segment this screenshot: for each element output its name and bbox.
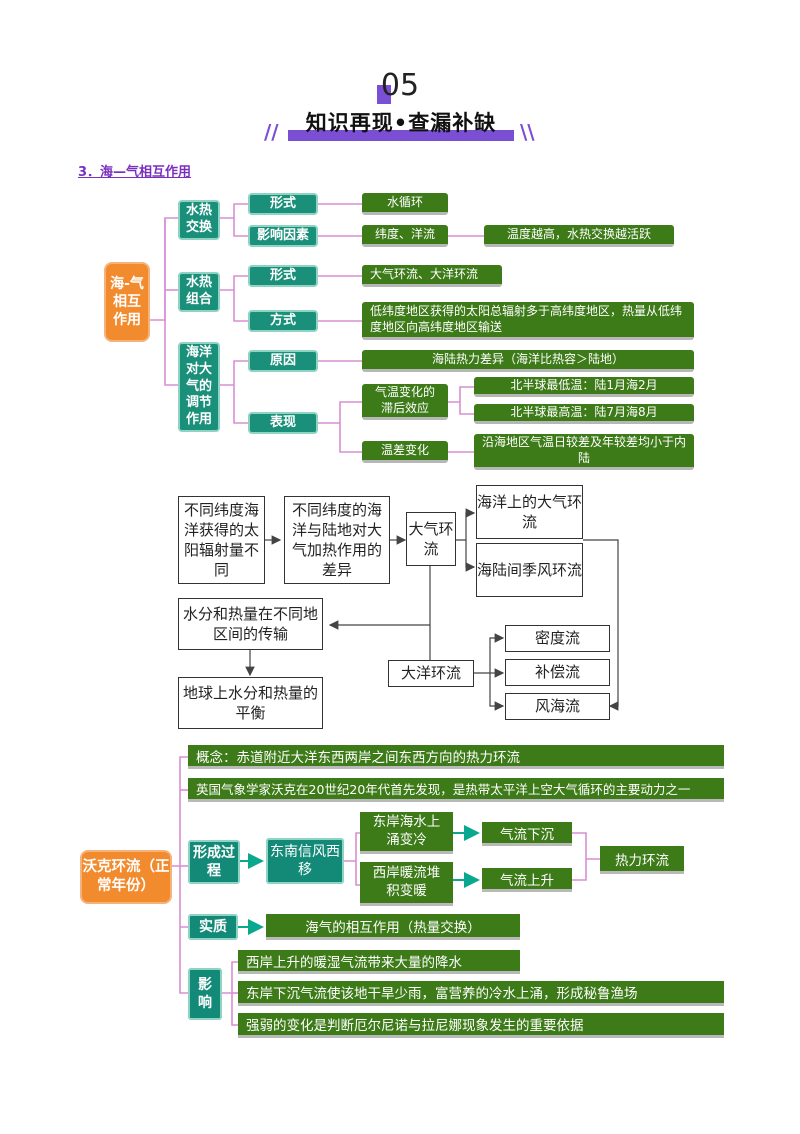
impact-label: 影响 [188, 968, 222, 1020]
title-number: 05 [380, 68, 420, 103]
form-label-2: 形式 [248, 265, 318, 287]
branch-heat-exchange: 水热交换 [178, 200, 220, 240]
flow-box-balance: 地球上水分和热量的平衡 [178, 677, 323, 729]
sink-box: 气流下沉 [482, 822, 572, 846]
factor-value: 纬度、洋流 [362, 225, 448, 247]
flow-box-compensation-current: 补偿流 [505, 659, 610, 686]
range-value: 沿海地区气温日较差及年较差均小于内陆 [474, 434, 694, 470]
factor-label: 影响因素 [248, 225, 318, 247]
page-title: 知识再现•查漏补缺 [305, 111, 497, 135]
title-left-mark: // [264, 120, 279, 144]
walker-concept: 概念：赤道附近大洋东西两岸之间东西方向的热力环流 [188, 745, 724, 769]
impact-enso-indicator: 强弱的变化是判断厄尔尼诺与拉尼娜现象发生的重要依据 [238, 1013, 724, 1038]
flow-box-ocean-circulation: 大洋环流 [388, 660, 474, 687]
form-label-1: 形式 [248, 193, 318, 215]
form-value-1: 水循环 [362, 193, 448, 215]
show-label: 表现 [248, 412, 318, 434]
flow-box-monsoon: 海陆间季风环流 [476, 543, 583, 597]
essence-label: 实质 [188, 914, 238, 940]
rise-box: 气流上升 [482, 868, 572, 892]
flow-box-solar: 不同纬度海洋获得的太阳辐射量不同 [178, 496, 265, 584]
impact-peru-fishery: 东岸下沉气流使该地干旱少雨，富营养的冷水上涌，形成秘鲁渔场 [238, 981, 724, 1006]
lag-north-low: 北半球最低温：陆1月海2月 [474, 377, 694, 397]
title-number-accent [377, 85, 391, 104]
flow-box-transport: 水分和热量在不同地区间的传输 [178, 598, 323, 650]
impact-precipitation: 西岸上升的暖湿气流带来大量的降水 [238, 950, 520, 974]
section-title: 3．海—气相互作用 [78, 165, 192, 180]
east-coast-box: 东岸海水上涌变冷 [360, 812, 453, 854]
flow-box-ocean-atmosphere: 海洋上的大气环流 [476, 485, 583, 539]
form-value-2: 大气环流、大洋环流 [362, 265, 502, 287]
flow-box-heating-difference: 不同纬度的海洋与陆地对大气加热作用的差异 [284, 496, 390, 584]
method-value: 低纬度地区获得的太阳总辐射多于高纬度地区，热量从低纬度地区向高纬度地区输送 [362, 302, 694, 340]
lag-north-high: 北半球最高温：陆7月海8月 [474, 404, 694, 424]
flow-box-atmospheric-circulation: 大气环流 [406, 512, 456, 566]
title-banner: 知识再现•查漏补缺 [288, 107, 514, 141]
west-coast-box: 西岸暖流堆积变暖 [360, 862, 453, 906]
process-label: 形成过程 [188, 840, 240, 884]
branch-heat-combination: 水热组合 [178, 272, 220, 312]
mindmap-root: 海-气相互作用 [104, 262, 150, 342]
reason-value: 海陆热力差异（海洋比热容＞陆地） [362, 350, 694, 372]
walker-discovery: 英国气象学家沃克在20世纪20年代首先发现，是热带太平洋上空大气循环的主要动力之… [188, 778, 724, 802]
thermal-circulation-box: 热力环流 [600, 846, 684, 874]
factor-detail: 温度越高，水热交换越活跃 [484, 225, 674, 247]
range-label: 温差变化 [362, 441, 448, 463]
wind-box: 东南信风西移 [266, 838, 344, 884]
method-label: 方式 [248, 310, 318, 332]
branch-ocean-regulation: 海洋对大气的调节作用 [178, 342, 220, 432]
walker-root: 沃克环流（正常年份） [80, 850, 172, 904]
flow-box-wind-current: 风海流 [505, 693, 610, 720]
flow-box-density-current: 密度流 [505, 625, 610, 652]
title-right-mark: \\ [520, 120, 535, 144]
lag-label: 气温变化的滞后效应 [362, 384, 448, 420]
essence-value: 海气的相互作用（热量交换） [266, 914, 520, 940]
reason-label: 原因 [248, 350, 318, 372]
